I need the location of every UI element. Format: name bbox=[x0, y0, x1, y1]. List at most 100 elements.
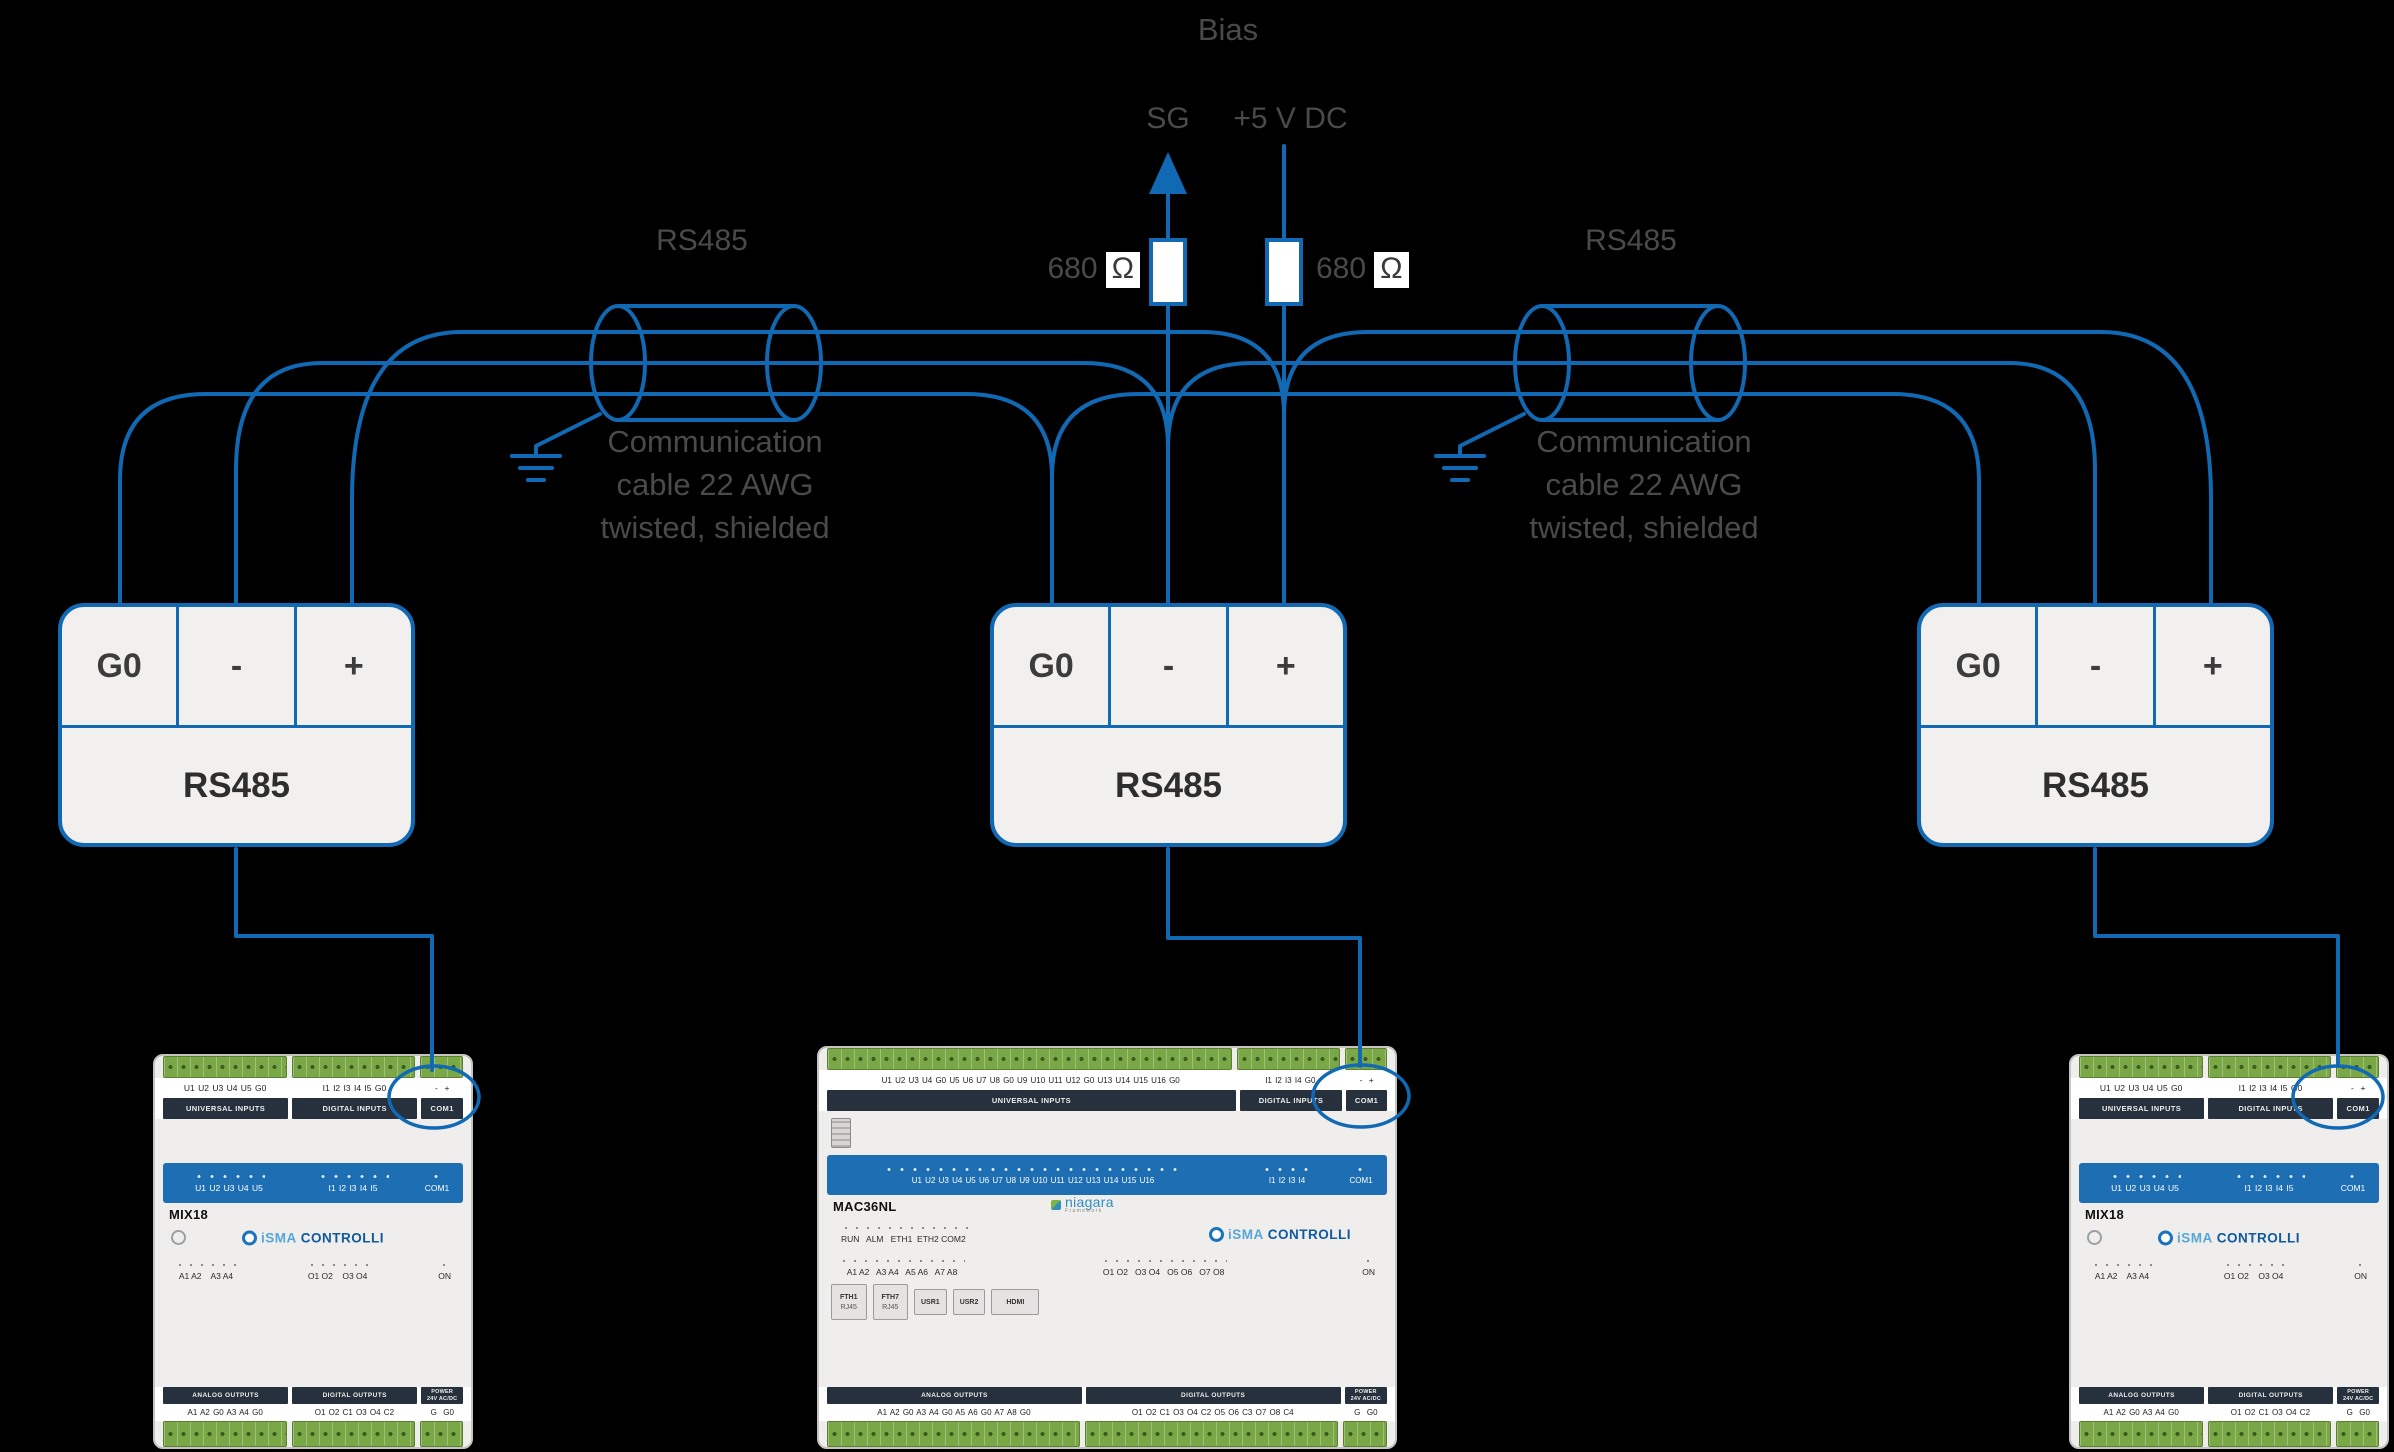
power-line2: 24V AC/DC bbox=[426, 1395, 458, 1402]
brand-controlli: CONTROLLI bbox=[2216, 1230, 2300, 1246]
terminal-group-com bbox=[2336, 1056, 2380, 1078]
resistor-value-text: 680 bbox=[1047, 252, 1098, 285]
port-labels-universal: U1 U2 U3 U4 G0 U5 U6 U7 U8 G0 U9 U10 U11… bbox=[881, 1075, 1180, 1085]
port-labels-com: - + bbox=[435, 1083, 450, 1093]
band-analog-outputs: ANALOG OUTPUTS bbox=[827, 1387, 1082, 1404]
power-line1: POWER bbox=[431, 1388, 454, 1395]
terminal-g0: G0 bbox=[1955, 646, 2001, 685]
terminal-block-name: RS485 bbox=[182, 765, 291, 805]
led-group-universal: U1 U2 U3 U4 U5 U6 U7 U8 U9 U10 U11 U12 U… bbox=[833, 1165, 1233, 1185]
brand-controlli: CONTROLLI bbox=[300, 1230, 384, 1246]
plus5v-label: +5 V DC bbox=[1233, 102, 1348, 135]
port-labels-digital-out: O1 O2 C1 O3 O4 C2 O5 O6 C3 O7 O8 C4 bbox=[1131, 1408, 1294, 1417]
port-labels-power: G G0 bbox=[430, 1408, 454, 1417]
io-labels: ON bbox=[1362, 1267, 1375, 1277]
rs485-cable-label-right: RS485 bbox=[1585, 224, 1677, 257]
io-labels: ON bbox=[2354, 1271, 2367, 1281]
led-group-digital: I1 I2 I3 I4 bbox=[1237, 1165, 1337, 1185]
wire-left-block-to-com1 bbox=[234, 847, 434, 1072]
port-labels-power: G G0 bbox=[1354, 1408, 1378, 1417]
ul-mark-icon bbox=[171, 1230, 186, 1245]
device-mix18-left: U1 U2 U3 U4 U5 G0 I1 I2 I3 I4 I5 G0 - + … bbox=[153, 1054, 473, 1449]
brand-isma: iSMA bbox=[2177, 1230, 2213, 1246]
io-led-row: A1 A2 A3 A4 O1 O2 O3 O4 ON bbox=[2079, 1251, 2379, 1285]
terminal-g0: G0 bbox=[1028, 646, 1074, 685]
terminal-strip-top bbox=[163, 1056, 464, 1078]
cable-note-line: Communication bbox=[1536, 424, 1752, 459]
cable-note-line: twisted, shielded bbox=[1529, 510, 1759, 545]
io-dots bbox=[2355, 1262, 2367, 1268]
rs485-terminal-block-center: G0 - + RS485 bbox=[990, 603, 1347, 847]
bias-label: Bias bbox=[1197, 12, 1259, 47]
terminal-cells: G0 - + bbox=[62, 607, 411, 728]
led-group-universal: U1 U2 U3 U4 U5 bbox=[2085, 1173, 2205, 1193]
band-digital-inputs: DIGITAL INPUTS bbox=[292, 1098, 418, 1119]
device-model-label: MAC36NL bbox=[833, 1198, 897, 1214]
led-labels: U1 U2 U3 U4 U5 bbox=[2111, 1183, 2179, 1193]
section-band-top: UNIVERSAL INPUTS DIGITAL INPUTS COM1 bbox=[2071, 1098, 2387, 1119]
led-labels: COM1 bbox=[1349, 1175, 1373, 1185]
led-group-com: COM1 bbox=[2333, 1173, 2373, 1193]
cable-note-line: cable 22 AWG bbox=[616, 467, 814, 502]
port-labels-digital: I1 I2 I3 I4 I5 G0 bbox=[322, 1083, 387, 1093]
brand-isma: iSMA bbox=[261, 1230, 297, 1246]
port-labels-top: U1 U2 U3 U4 U5 G0 I1 I2 I3 I4 I5 G0 - + bbox=[155, 1078, 471, 1098]
port-labels-bottom: A1 A2 G0 A3 A4 G0 O1 O2 C1 O3 O4 C2 G G0 bbox=[2071, 1404, 2387, 1421]
wire-center-block-to-com1 bbox=[1166, 847, 1362, 1068]
io-group-analog: A1 A2 A3 A4 bbox=[2091, 1262, 2153, 1281]
power-line1: POWER bbox=[1354, 1388, 1377, 1395]
port-labels-analog: A1 A2 G0 A3 A4 G0 bbox=[2103, 1408, 2179, 1417]
rj45-label: RJ45 bbox=[840, 1303, 857, 1311]
terminal-plus: + bbox=[293, 607, 411, 725]
io-labels: ON bbox=[438, 1271, 451, 1281]
io-led-row: A1 A2 A3 A4 A5 A6 A7 A8 O1 O2 O3 O4 O5 O… bbox=[827, 1247, 1387, 1281]
niagara-logo-icon bbox=[1051, 1199, 1061, 1210]
led-labels: COM1 bbox=[2340, 1183, 2366, 1193]
led-group-universal: U1 U2 U3 U4 U5 bbox=[169, 1173, 289, 1193]
terminal-minus: - bbox=[1108, 607, 1225, 725]
band-digital-inputs: DIGITAL INPUTS bbox=[1239, 1090, 1343, 1111]
port-label: FTH7 bbox=[881, 1293, 900, 1301]
cable-shield-right bbox=[1513, 304, 1747, 422]
led-dots bbox=[2233, 1173, 2305, 1180]
led-panel: U1 U2 U3 U4 U5 U6 U7 U8 U9 U10 U11 U12 U… bbox=[827, 1155, 1387, 1195]
io-group-digital: O1 O2 O3 O4 O5 O6 O7 O8 bbox=[1100, 1258, 1227, 1277]
led-dots bbox=[2346, 1173, 2360, 1180]
band-digital-inputs: DIGITAL INPUTS bbox=[2208, 1098, 2334, 1119]
sg-arrow-icon bbox=[1149, 152, 1187, 194]
io-group-on: ON bbox=[438, 1262, 451, 1281]
niagara-logo: niagara Framework bbox=[1051, 1195, 1114, 1214]
device-model-label: MIX18 bbox=[2085, 1206, 2125, 1222]
led-dots bbox=[430, 1173, 444, 1180]
isma-logo-icon bbox=[242, 1230, 257, 1246]
led-dots bbox=[1261, 1165, 1313, 1173]
section-band-top: UNIVERSAL INPUTS DIGITAL INPUTS COM1 bbox=[819, 1090, 1395, 1111]
band-universal-inputs: UNIVERSAL INPUTS bbox=[827, 1090, 1236, 1111]
resistor-value-text: 680 bbox=[1316, 252, 1367, 285]
band-digital-outputs: DIGITAL OUTPUTS bbox=[1085, 1387, 1341, 1404]
hdmi-port: HDMI bbox=[991, 1289, 1040, 1315]
port-label: FTH1 bbox=[840, 1293, 858, 1301]
io-labels: O1 O2 O3 O4 bbox=[307, 1271, 368, 1281]
cable-note-line: twisted, shielded bbox=[600, 510, 830, 545]
bias-resistor-left bbox=[1149, 238, 1187, 306]
io-dots bbox=[2091, 1262, 2153, 1268]
terminal-block-name: RS485 bbox=[1114, 765, 1223, 805]
io-dots bbox=[1363, 1258, 1375, 1264]
io-group-analog: A1 A2 A3 A4 A5 A6 A7 A8 bbox=[839, 1258, 965, 1277]
cable-note-left: Communication cable 22 AWG twisted, shie… bbox=[555, 420, 875, 549]
band-analog-outputs: ANALOG OUTPUTS bbox=[163, 1387, 289, 1404]
niagara-sub: Framework bbox=[1065, 1208, 1103, 1214]
port-labels-digital-out: O1 O2 C1 O3 O4 C2 bbox=[314, 1408, 395, 1417]
terminal-plus: + bbox=[2152, 607, 2270, 725]
rj45-label: RJ45 bbox=[882, 1303, 899, 1311]
